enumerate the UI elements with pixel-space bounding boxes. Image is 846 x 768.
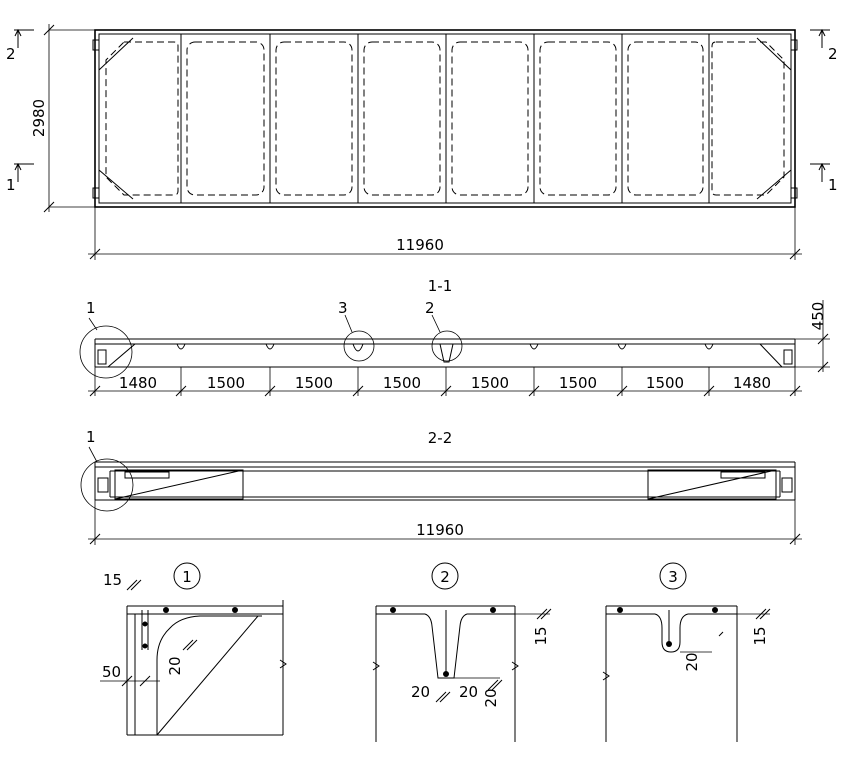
section-1-1-title: 1-1: [428, 277, 453, 295]
svg-text:2: 2: [828, 45, 838, 63]
section-1-1-height-dim: 450: [809, 302, 827, 331]
section-marker-2-left: 2: [6, 28, 34, 63]
span-dim-6: 1500: [559, 374, 597, 392]
detail-1-dim-50: 50: [102, 663, 121, 681]
detail-2-dim-20-c: 20: [482, 688, 500, 707]
section-2-2-title: 2-2: [428, 429, 453, 447]
detail-1-dim-15: 15: [103, 571, 122, 589]
section-1-1-span-dims: 1480 1500 1500 1500 1500 1500 1500 1480: [88, 367, 802, 397]
span-dim-3: 1500: [295, 374, 333, 392]
detail-3-dim-15: 15: [751, 626, 769, 645]
svg-text:1: 1: [6, 176, 16, 194]
span-dim-8: 1480: [733, 374, 771, 392]
detail-3-dim-20: 20: [683, 652, 701, 671]
detail-3: 3 15 20: [602, 562, 771, 742]
section-2-2-width-dim: 11960: [416, 521, 464, 539]
detail-1: 1 15 50 20: [100, 562, 287, 736]
section-1-1-callout-1: 1: [86, 299, 96, 317]
section-marker-1-left: 1: [6, 162, 34, 194]
detail-2-label: 2: [440, 568, 450, 586]
detail-2-dim-20-b: 20: [459, 683, 478, 701]
detail-2-dim-20-a: 20: [411, 683, 430, 701]
span-dim-5: 1500: [471, 374, 509, 392]
section-marker-1-right: 1: [810, 162, 838, 194]
detail-1-label: 1: [182, 568, 192, 586]
svg-text:2: 2: [6, 45, 16, 63]
span-dim-7: 1500: [646, 374, 684, 392]
section-1-1-callout-2: 2: [425, 299, 435, 317]
detail-2-dim-15: 15: [532, 626, 550, 645]
plan-panels: [105, 41, 785, 196]
plan-ribs: [180, 34, 710, 203]
section-2-2: 2-2 1 11960: [80, 428, 802, 545]
section-marker-2-right: 2: [810, 28, 838, 63]
svg-text:1: 1: [828, 176, 838, 194]
plan-width-dim: 11960: [396, 236, 444, 254]
span-dim-4: 1500: [383, 374, 421, 392]
section-1-1: 1-1 1 3 2: [79, 277, 830, 397]
detail-3-label: 3: [668, 568, 678, 586]
section-1-1-ribs: [176, 343, 714, 363]
detail-2: 2 15 20 20 20: [372, 562, 552, 742]
span-dim-1: 1480: [119, 374, 157, 392]
plan-height-dim: 2980: [30, 99, 48, 137]
span-dim-2: 1500: [207, 374, 245, 392]
detail-1-dim-20: 20: [166, 656, 184, 675]
section-1-1-callout-3: 3: [338, 299, 348, 317]
section-2-2-callout-1: 1: [86, 428, 96, 446]
plan-view: 2980 11960 2 1 2 1: [6, 24, 838, 260]
